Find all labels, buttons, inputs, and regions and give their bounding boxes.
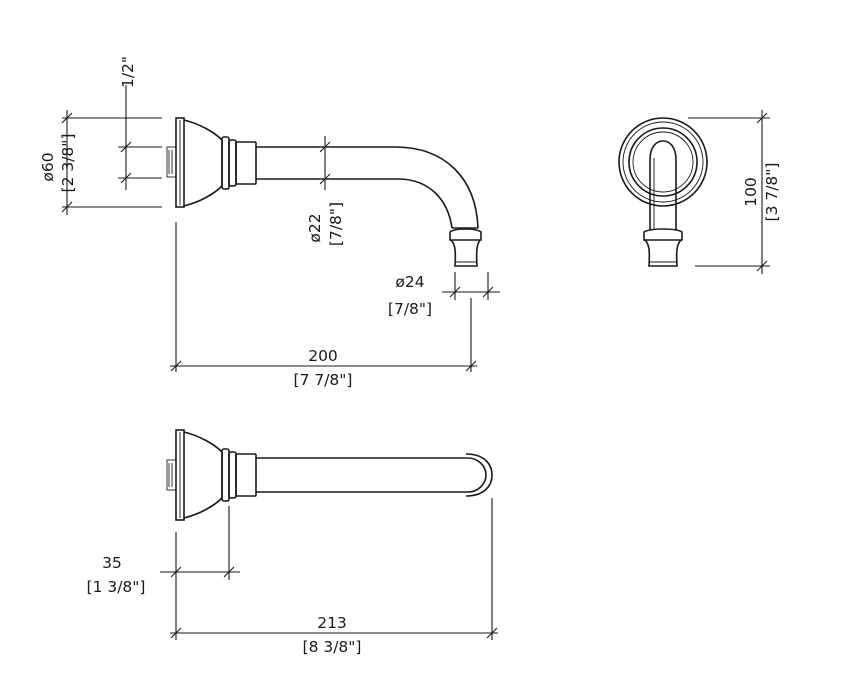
collar-sleeve [235,141,257,185]
height-imperial-label: [3 7/8"] [763,163,781,222]
top-thread-stub [166,459,177,491]
overall-length-label: 213 [317,614,347,632]
spout-top-edge [256,146,479,229]
escutcheon-bell [183,119,223,207]
dim-projection: 200 [7 7/8"] [170,222,477,389]
top-spout-end [467,457,487,493]
side-view [166,117,482,267]
collar-ring-1 [221,136,230,190]
front-flange-outer [618,117,708,207]
front-view [618,117,708,267]
projection-label: 200 [308,347,338,365]
outlet-aerator [450,239,481,267]
dim-thread: 1/2" [118,56,162,190]
thread-size-label: 1/2" [119,56,137,88]
dim-outlet-diameter: ø24 [7/8"] [388,272,500,318]
outlet-ring [449,228,482,241]
flange-plate [175,117,185,208]
dim-spout-diameter: ø22 [7/8"] [306,136,345,246]
front-flange-inner [628,127,698,197]
dim-overall-length: 213 [8 3/8"] [170,498,498,656]
top-escutcheon-bell [183,431,223,519]
top-flange-plate [175,429,185,521]
flange-depth-label: 35 [102,554,122,572]
outlet-dia-label: ø24 [395,273,424,291]
front-spout [649,140,677,230]
top-outlet-rim [465,453,493,497]
overall-length-imperial-label: [8 3/8"] [303,638,362,656]
dim-flange-diameter: ø60 [2 3/8"] [39,110,162,215]
height-label: 100 [742,177,760,207]
flange-depth-imperial-label: [1 3/8"] [87,578,146,596]
front-outlet-aerator [644,239,682,267]
collar-ring-2 [228,139,237,187]
flange-dia-label: ø60 [39,152,57,181]
spout-dia-label: ø22 [306,213,324,242]
spout-bottom-edge [256,178,453,229]
spout-dia-imperial-label: [7/8"] [327,202,345,246]
dim-height: 100 [3 7/8"] [688,110,781,274]
outlet-dia-imperial-label: [7/8"] [388,300,432,318]
dim-flange-depth: 35 [1 3/8"] [87,506,240,596]
front-outlet-ring [643,228,683,241]
projection-imperial-label: [7 7/8"] [294,371,353,389]
top-view [166,429,493,521]
thread-stub [166,146,177,178]
flange-dia-imperial-label: [2 3/8"] [59,134,77,193]
